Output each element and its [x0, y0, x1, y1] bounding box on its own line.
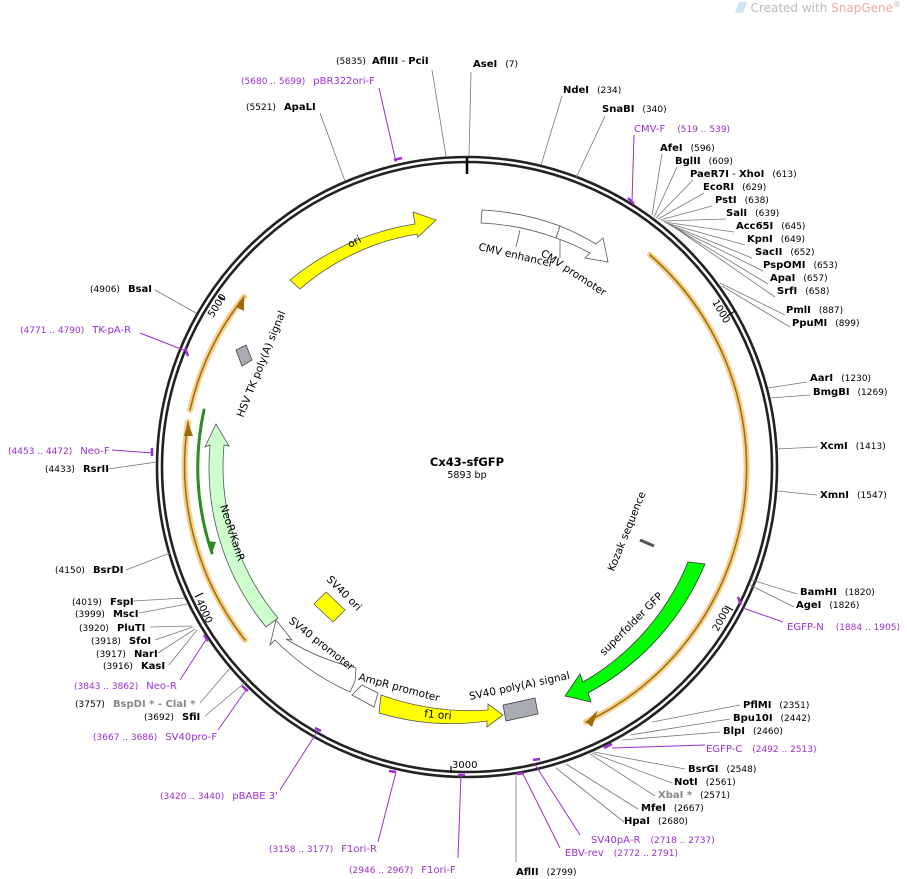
- tick-2000: 2000: [711, 606, 733, 634]
- tick-3000: 3000: [452, 760, 477, 771]
- position-ticks: 1000 2000 3000 4000 5000: [193, 292, 736, 773]
- enzyme-ageI: AgeI(1826): [796, 600, 859, 611]
- enzyme-blpI: BlpI(2460): [723, 726, 783, 737]
- primer-egfp-n: EGFP-N(1884 .. 1905): [787, 622, 900, 633]
- enzyme-ndeI: NdeI(234): [563, 85, 621, 96]
- backbone: [155, 155, 779, 779]
- enzyme-labels: (5835)AflIII - PciI AseI(7) NdeI(234) Sn…: [45, 56, 887, 878]
- enzyme-xbaI: XbaI *(2571): [658, 790, 730, 801]
- primer-neo-f: (4453 .. 4472)Neo-F: [8, 446, 110, 457]
- enzyme-mfeI: MfeI(2667): [641, 803, 704, 814]
- plasmid-name: Cx43-sfGFP: [430, 455, 504, 469]
- enzyme-bsaI: (4906)BsaI: [90, 284, 152, 295]
- enzyme-bspDI-claI: (3757)BspDI * - ClaI *: [75, 699, 196, 710]
- ori-feature: ori: [289, 211, 437, 290]
- enzyme-rsrII: (4433)RsrII: [45, 464, 109, 475]
- enzyme-pspOMI: PspOMI(653): [763, 260, 838, 271]
- ori-label: ori: [346, 234, 364, 251]
- enzyme-apaI: ApaI(657): [770, 273, 828, 284]
- enzyme-aseI: AseI(7): [473, 59, 518, 70]
- enzyme-pstI: PstI(638): [715, 195, 769, 206]
- plasmid-size: 5893 bp: [447, 470, 486, 481]
- primer-f1ori-f: (2946 .. 2967)F1ori-F: [349, 865, 456, 876]
- enzyme-xmnI: XmnI(1547): [820, 490, 887, 501]
- enzyme-aarI: AarI(1230): [810, 373, 871, 384]
- enzyme-kpnI: KpnI(649): [747, 234, 805, 245]
- sv40-promoter-feature: SV40 promoter: [269, 615, 357, 693]
- enzyme-sfoI: (3918)SfoI: [91, 636, 151, 647]
- primer-egfp-c: EGFP-C(2492 .. 2513): [706, 744, 817, 755]
- enzyme-mscI: (3999)MscI: [75, 609, 139, 620]
- enzyme-salI: SalI(639): [726, 208, 779, 219]
- enzyme-ecoRI: EcoRI(629): [703, 182, 766, 193]
- snapgene-watermark: Created with SnapGene®: [734, 0, 901, 15]
- enzyme-aflII: AflII(2799): [516, 867, 577, 878]
- primer-tk-pa-r: (4771 .. 4790)TK-pA-R: [20, 325, 131, 336]
- enzyme-sfiI: (3692)SfiI: [144, 712, 200, 723]
- enzyme-bglII: BglII(609): [675, 156, 733, 167]
- enzyme-sacII: SacII(652): [755, 247, 815, 258]
- f1-ori-feature: f1 ori: [378, 694, 504, 728]
- enzyme-apaLI: (5521)ApaLI: [246, 102, 316, 113]
- enzyme-notI: NotI(2561): [674, 777, 736, 788]
- enzyme-snaBI: SnaBI(340): [602, 104, 667, 115]
- enzyme-bmgBI: BmgBI(1269): [813, 387, 887, 398]
- primer-f1ori-r: (3158 .. 3177)F1ori-R: [269, 844, 377, 855]
- enzyme-paer7I-xhoI: PaeR7I - XhoI(613): [690, 169, 797, 180]
- enzyme-narI: (3917)NarI: [96, 649, 158, 660]
- tick-4000: 4000: [193, 598, 214, 626]
- primer-neo-r: (3843 .. 3862)Neo-R: [74, 681, 177, 692]
- primer-sv40pro-f: (3667 .. 3686)SV40pro-F: [93, 732, 217, 743]
- enzyme-afeI: AfeI(596): [660, 143, 715, 154]
- primer-ebv-rev: EBV-rev(2772 .. 2791): [565, 848, 678, 859]
- enzyme-kasI: (3916)KasI: [103, 661, 165, 672]
- enzyme-bsrDI: (4150)BsrDI: [55, 565, 123, 576]
- enzyme-aflIII-pciI: (5835)AflIII - PciI: [336, 56, 429, 67]
- kozak-feature: Kozak sequence: [606, 490, 655, 573]
- enzyme-pmlI: PmlI(887): [786, 305, 843, 316]
- enzyme-bsrGI: BsrGI(2548): [688, 764, 756, 775]
- enzyme-bamHI: BamHI(1820): [800, 587, 875, 598]
- enzyme-ppuMI: PpuMI(899): [792, 318, 859, 329]
- enzyme-bpu10I: Bpu10I(2442): [733, 713, 810, 724]
- kozak-label: Kozak sequence: [606, 490, 649, 573]
- primer-cmv-f: CMV-F(519 .. 539): [634, 124, 730, 135]
- enzyme-fspI: (4019)FspI: [72, 597, 134, 608]
- enzyme-leaders: [107, 69, 819, 862]
- f1-ori-label: f1 ori: [424, 708, 452, 722]
- enzyme-pluTI: (3920)PluTI: [79, 623, 145, 634]
- hsv-tk-polya-feature: HSV TK poly(A) signal: [235, 309, 289, 419]
- primer-pbabe-3: (3420 .. 3440)pBABE 3': [160, 791, 278, 802]
- enzyme-xcmI: XcmI(1413): [820, 441, 886, 452]
- cmv-promoter-feature: CMV promoter: [538, 225, 609, 299]
- primer-leaders: [111, 87, 784, 859]
- primer-pbr322ori-f: (5680 .. 5699)pBR322ori-F: [241, 76, 375, 87]
- enzyme-acc65I: Acc65I(645): [736, 221, 805, 232]
- sv40-polya-label: SV40 poly(A) signal: [468, 670, 571, 703]
- primer-sv40pa-r: SV40pA-R(2718 .. 2737): [591, 835, 715, 846]
- sv40-ori-feature: SV40 ori: [313, 574, 364, 623]
- enzyme-hpaI: HpaI(2680): [624, 816, 688, 827]
- primer-labels: (5680 .. 5699)pBR322ori-F CMV-F(519 .. 5…: [8, 76, 900, 876]
- enzyme-srfI: SrfI(658): [777, 286, 829, 297]
- orf-arcs: [181, 252, 750, 727]
- enzyme-pflMI: PflMI(2351): [743, 700, 809, 711]
